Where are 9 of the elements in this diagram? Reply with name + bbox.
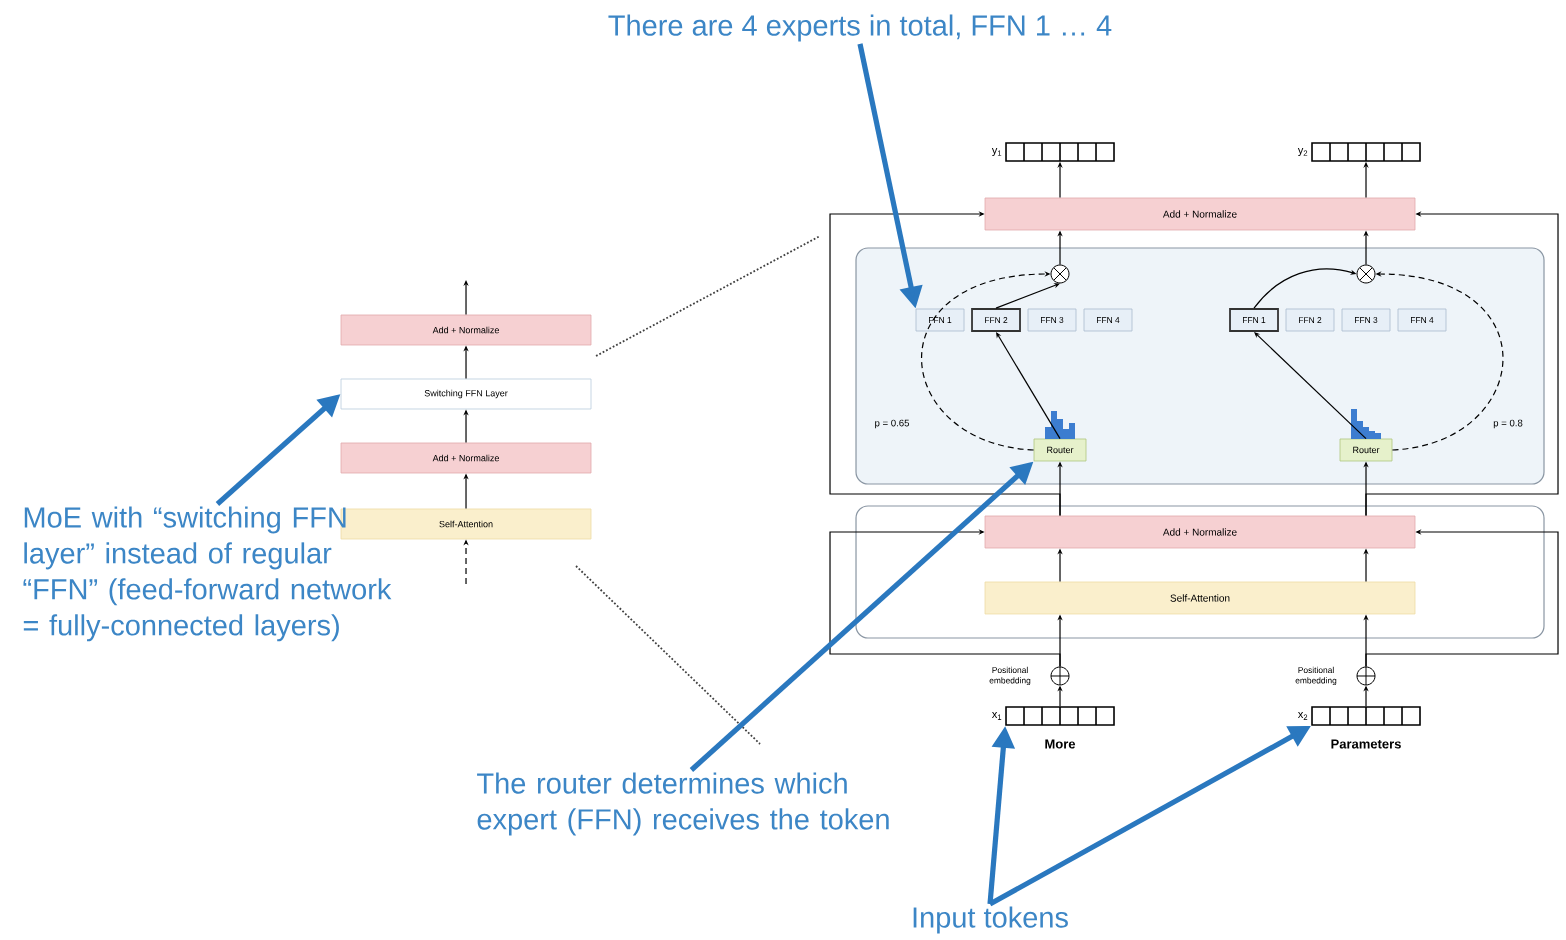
annotation-text: The router determines which expert (FFN) receives the token	[477, 772, 889, 836]
layer-container	[855, 247, 1545, 485]
annotation-text: Input tokens	[913, 906, 1068, 934]
arrow	[829, 529, 1061, 668]
arrow	[995, 283, 1060, 309]
annotation-text: There are 4 experts in total, FFN 1 … 4	[608, 14, 1112, 42]
arrow	[829, 211, 1061, 517]
multiply-symbol	[1050, 264, 1070, 284]
multiply-symbol	[1356, 264, 1376, 284]
